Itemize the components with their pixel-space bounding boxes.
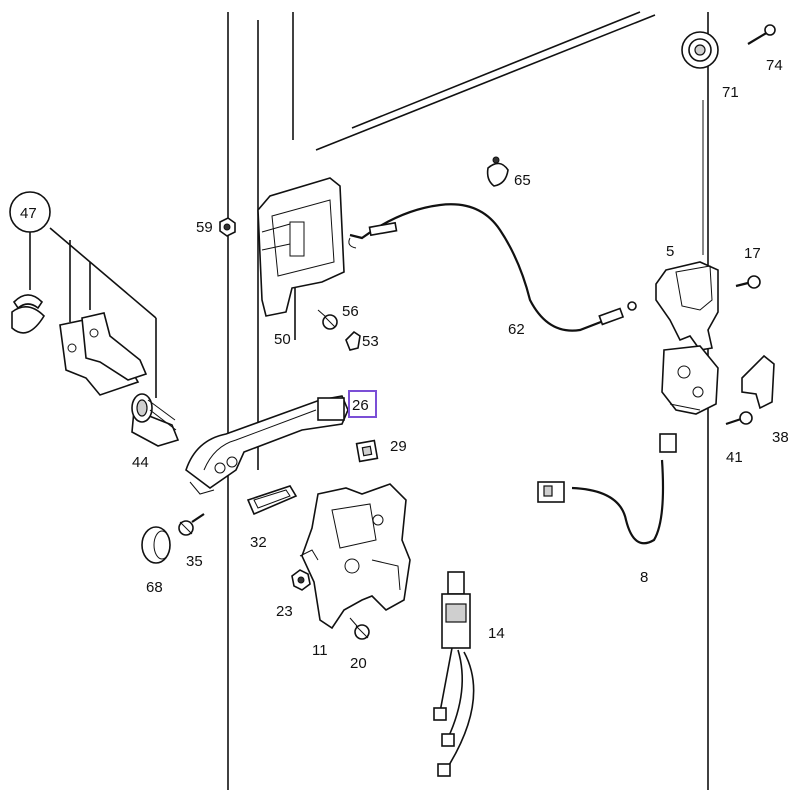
label-59: 59	[196, 219, 213, 236]
label-74: 74	[766, 57, 783, 74]
label-38: 38	[772, 429, 789, 446]
highlight-box-26	[348, 390, 377, 418]
label-41: 41	[726, 449, 743, 466]
label-14: 14	[488, 625, 505, 642]
part-65-clip	[486, 156, 509, 187]
part-8-wiring	[537, 433, 677, 545]
part-68-cap	[141, 526, 171, 564]
label-56: 56	[342, 303, 359, 320]
part-56-screw	[317, 309, 338, 330]
label-8: 8	[640, 569, 648, 586]
part-71-grommet	[681, 31, 719, 69]
part-labels: 47 44 59 50 56 53 65 62 71 74 5 17 38 41…	[20, 57, 789, 672]
part-62-cable	[348, 203, 637, 332]
label-32: 32	[250, 534, 267, 551]
label-17: 17	[744, 245, 761, 262]
part-32-gasket	[246, 485, 298, 516]
part-17-screw	[735, 275, 761, 289]
part-35-screw	[178, 513, 205, 536]
label-68: 68	[146, 579, 163, 596]
label-23: 23	[276, 603, 293, 620]
part-11-latch-assembly	[299, 483, 411, 630]
part-59-nut	[219, 217, 236, 237]
part-29-clip	[355, 439, 379, 463]
label-35: 35	[186, 553, 203, 570]
part-53-clip	[345, 330, 361, 351]
label-71: 71	[722, 84, 739, 101]
label-65: 65	[514, 172, 531, 189]
part-5-lock-mechanism	[655, 261, 719, 415]
part-41-screw	[725, 411, 753, 426]
label-62: 62	[508, 321, 525, 338]
label-50: 50	[274, 331, 291, 348]
part-44-lock-cylinder	[131, 393, 180, 447]
part-47-key-set	[9, 191, 157, 398]
part-74-screw	[747, 24, 776, 45]
part-26-door-handle	[185, 395, 349, 495]
label-53: 53	[362, 333, 379, 350]
part-20-screw	[349, 617, 370, 640]
label-26: 26	[352, 397, 369, 414]
part-23-nut	[291, 569, 311, 591]
label-44: 44	[132, 454, 149, 471]
label-29: 29	[390, 438, 407, 455]
part-50-handle-housing	[257, 177, 345, 317]
label-47: 47	[20, 205, 37, 222]
label-5: 5	[666, 243, 674, 260]
part-14-door-switch	[433, 571, 475, 777]
label-20: 20	[350, 655, 367, 672]
door-frame-lines	[227, 11, 709, 790]
label-11: 11	[312, 642, 328, 659]
part-38-bracket	[741, 354, 775, 410]
